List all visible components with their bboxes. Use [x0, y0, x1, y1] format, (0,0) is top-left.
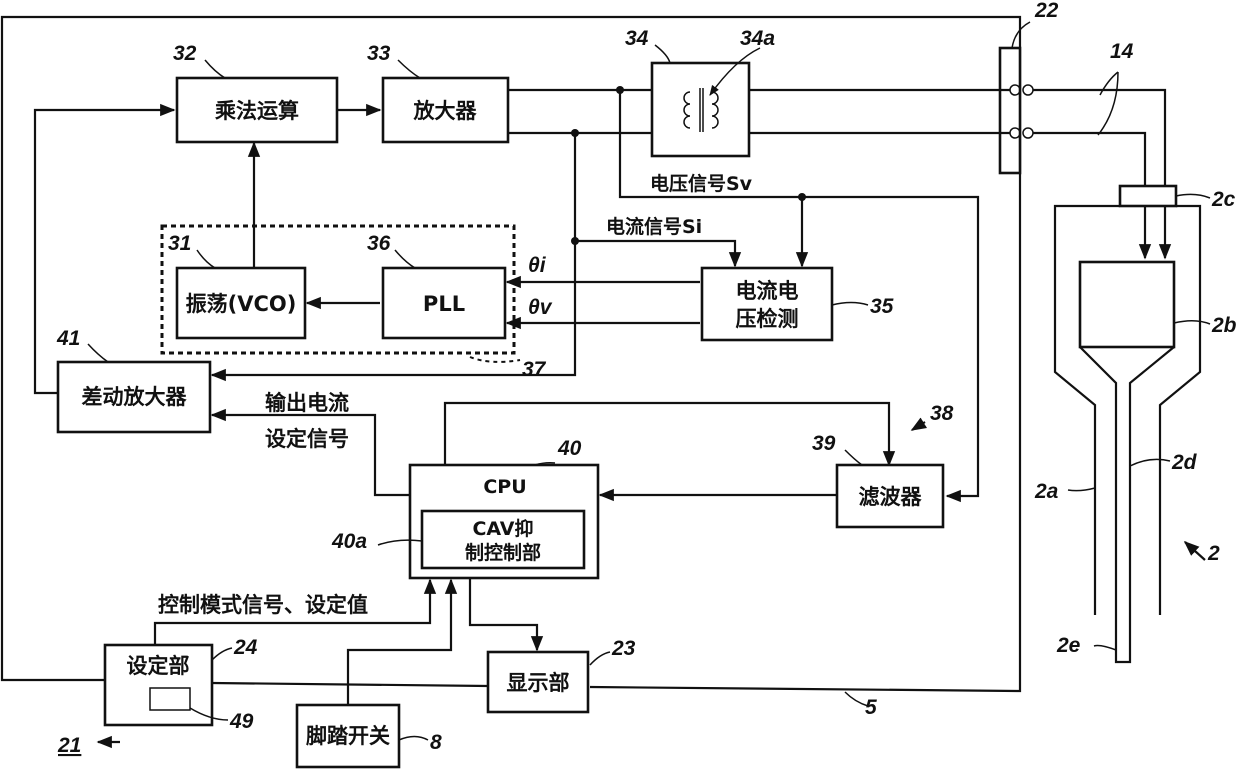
ref-36: 36 [367, 232, 391, 255]
mode-signal-label: 控制模式信号、设定值 [158, 593, 368, 617]
cpu-to-display-wire [470, 578, 537, 650]
ref-34: 34 [625, 27, 649, 50]
ref-40: 40 [557, 437, 582, 460]
diffamp-to-mul-wire [35, 110, 174, 393]
filter-block: 滤波器 [837, 465, 943, 527]
diff-amp-label: 差动放大器 [82, 385, 188, 409]
ref-2: 2 [1207, 542, 1220, 565]
current-signal-label: 电流信号Si [606, 215, 702, 238]
vco-block: 振荡(VCO) [177, 268, 305, 338]
amplifier-block: 放大器 [383, 78, 508, 142]
ref-37: 37 [522, 358, 547, 381]
ref-24: 24 [233, 636, 258, 659]
detector-label-2: 压检测 [736, 307, 799, 331]
ref-2e: 2e [1056, 634, 1081, 657]
ref-31: 31 [168, 232, 191, 255]
ref-21: 21 [57, 734, 81, 757]
terminal-top-right [1023, 85, 1033, 95]
pll-block: PLL [383, 268, 505, 338]
ref-22: 22 [1034, 0, 1059, 22]
junction-current-detector [571, 237, 579, 245]
cav-label-2: 制控制部 [465, 541, 541, 564]
filter-label: 滤波器 [859, 485, 923, 509]
amplifier-label: 放大器 [413, 99, 478, 123]
ref-8: 8 [430, 731, 442, 754]
junction-voltage [616, 86, 624, 94]
ref-32: 32 [173, 42, 197, 65]
ref-23: 23 [611, 637, 636, 660]
junction-current [571, 129, 579, 137]
ref-5: 5 [865, 696, 877, 719]
ref-2d: 2d [1171, 451, 1198, 474]
ref-35: 35 [870, 295, 894, 318]
setting-label: 设定部 [127, 654, 190, 678]
ref-2c: 2c [1211, 188, 1236, 211]
detector-label-1: 电流电 [736, 279, 799, 303]
handpiece-2 [1055, 186, 1200, 662]
setting-block: 设定部 [105, 645, 212, 725]
cpu-label: CPU [483, 476, 526, 498]
footswitch-label: 脚踏开关 [306, 724, 390, 748]
ref-39: 39 [812, 432, 836, 455]
footswitch-block: 脚踏开关 [297, 705, 399, 767]
ref-38: 38 [930, 402, 954, 425]
voltage-signal-label: 电压信号Sv [650, 172, 753, 195]
multiplier-block: 乘法运算 [177, 78, 337, 142]
multiplier-label: 乘法运算 [214, 99, 299, 123]
theta-i-label: θi [528, 254, 547, 277]
pll-label: PLL [423, 292, 465, 316]
ref-49: 49 [229, 710, 254, 733]
connector-22 [1000, 48, 1020, 173]
housing-bottom-left [212, 683, 488, 686]
diff-amp-block: 差动放大器 [58, 362, 210, 432]
current-to-detector-wire [575, 241, 735, 266]
detector-block: 电流电 压检测 [702, 268, 832, 340]
vco-label: 振荡(VCO) [186, 292, 297, 316]
group-37-leader [470, 357, 520, 362]
terminal-bottom-right [1023, 128, 1033, 138]
output-current-label-1: 输出电流 [265, 391, 349, 415]
vibrator-2b [1080, 262, 1174, 347]
ref-40a: 40a [331, 530, 367, 553]
output-current-label-2: 设定信号 [265, 427, 349, 451]
cpu-block: CPU CAV抑 制控制部 [410, 465, 598, 578]
transformer-34 [652, 63, 749, 156]
junction-voltage-detector [798, 193, 806, 201]
theta-v-label: θv [528, 296, 553, 319]
ref-2a: 2a [1034, 480, 1059, 503]
ref-41: 41 [56, 327, 80, 350]
handpiece-connector-2c [1120, 186, 1176, 206]
display-block: 显示部 [488, 652, 588, 712]
ref-14: 14 [1110, 40, 1134, 63]
ref-34a: 34a [740, 27, 775, 50]
cav-label-1: CAV抑 [472, 518, 533, 540]
ref-2b: 2b [1211, 314, 1237, 337]
ref-33: 33 [367, 42, 391, 65]
display-label: 显示部 [507, 671, 570, 695]
